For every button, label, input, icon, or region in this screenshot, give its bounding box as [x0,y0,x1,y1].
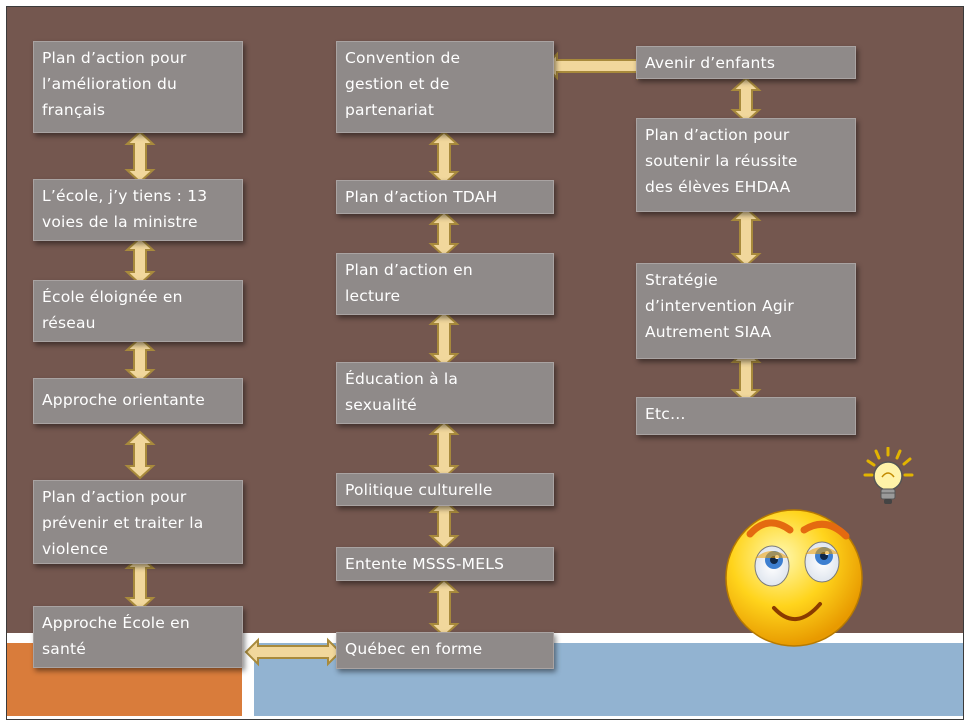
box-line: Convention de [345,49,461,67]
connector-arrow [124,336,156,384]
box-avenir-enfants: Avenir d’enfants [636,46,856,79]
box-line: Plan d’action TDAH [345,188,498,206]
box-line: violence [42,540,109,558]
box-line: lecture [345,287,401,305]
box-line: Approche École en [42,614,190,632]
box-line: français [42,101,106,119]
connector-arrow [244,637,342,667]
box-line: Plan d’action pour [645,126,790,144]
box-line: Éducation à la [345,370,459,388]
box-line: Stratégie [645,271,718,289]
box-line: Entente MSSS-MELS [345,555,505,573]
box-line: des élèves EHDAA [645,178,791,196]
box-plan-action-lecture: Plan d’action en lecture [336,253,554,315]
connector-arrow [124,554,156,612]
box-plan-action-tdah: Plan d’action TDAH [336,180,554,214]
connector-arrow [730,76,762,124]
smiley-face-icon [725,509,863,647]
box-line: Politique culturelle [345,481,493,499]
box-line: réseau [42,314,96,332]
connector-arrow [124,236,156,286]
box-education-sexualite: Éducation à la sexualité [336,362,554,424]
box-line: soutenir la réussite [645,152,798,170]
box-approche-orientante: Approche orientante [33,378,243,424]
box-line: d’intervention Agir [645,297,794,315]
box-line: L’école, j’y tiens : 13 [42,187,208,205]
box-line: gestion et de [345,75,450,93]
connector-arrow [428,498,460,550]
box-line: Approche orientante [42,391,205,409]
connector-arrow [543,51,652,81]
box-plan-action-francais: Plan d’action pour l’amélioration du fra… [33,41,243,133]
connector-arrow [428,310,460,368]
box-strategie-siaa: Stratégie d’intervention Agir Autrement … [636,263,856,359]
connector-arrow [124,130,156,184]
box-plan-action-violence: Plan d’action pour prévenir et traiter l… [33,480,243,564]
box-politique-culturelle: Politique culturelle [336,473,554,506]
box-line: santé [42,640,87,658]
box-line: voies de la ministre [42,213,198,231]
box-line: Plan d’action pour [42,488,187,506]
box-line: Québec en forme [345,640,483,658]
lightbulb-icon [863,447,914,504]
connector-arrow [428,210,460,258]
box-plan-action-ehdaa: Plan d’action pour soutenir la réussite … [636,118,856,212]
box-line: Plan d’action pour [42,49,187,67]
box-approche-ecole-sante: Approche École en santé [33,606,243,668]
box-line: partenariat [345,101,435,119]
box-line: Autrement SIAA [645,323,772,341]
box-line: Etc… [645,405,686,423]
box-line: Avenir d’enfants [645,54,776,72]
box-entente-msss-mels: Entente MSSS-MELS [336,547,554,581]
connector-arrow [428,578,460,638]
box-quebec-en-forme: Québec en forme [336,632,554,669]
box-line: sexualité [345,396,417,414]
box-etc: Etc… [636,397,856,435]
box-line: prévenir et traiter la [42,514,204,532]
box-ecole-j-y-tiens: L’école, j’y tiens : 13 voies de la mini… [33,179,243,241]
slide-frame [6,6,964,720]
connector-arrow [428,420,460,480]
connector-arrow [428,130,460,186]
connector-arrow [730,206,762,268]
box-line: École éloignée en [42,288,183,306]
box-convention-gestion: Convention de gestion et de partenariat [336,41,554,133]
box-line: l’amélioration du [42,75,178,93]
connector-arrow [124,430,156,480]
box-line: Plan d’action en [345,261,473,279]
box-ecole-eloignee: École éloignée en réseau [33,280,243,342]
